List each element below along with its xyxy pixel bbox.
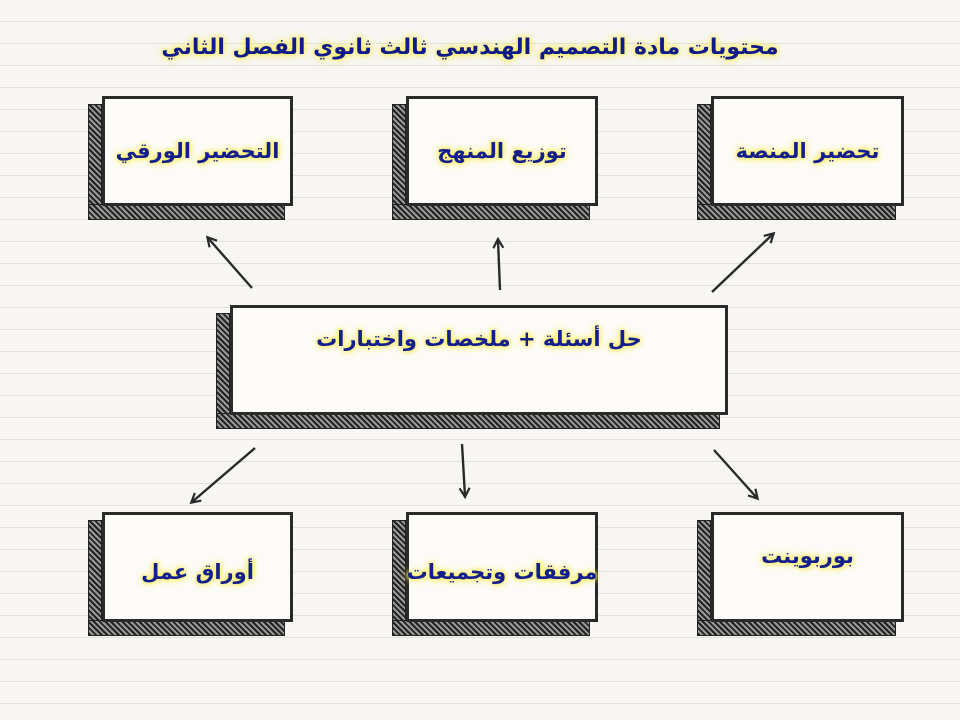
arrow-to-paper-prep <box>208 238 253 289</box>
arrow-to-worksheets <box>192 447 256 502</box>
box-powerpoint-label: بوربوينت <box>761 544 854 568</box>
box-curriculum-distribution: توزيع المنهج <box>392 96 598 220</box>
box-center: حل أسئلة + ملخصات واختبارات <box>216 305 728 429</box>
box-platform-prep: تحضير المنصة <box>697 96 904 220</box>
box-attachments-label: مرفقات وتجميعات <box>406 560 598 584</box>
arrow-to-curriculum <box>498 240 500 291</box>
arrow-to-platform-prep <box>711 234 773 293</box>
box-paper-prep-label: التحضير الورقي <box>115 139 280 163</box>
box-curriculum-label: توزيع المنهج <box>437 139 567 163</box>
box-platform-prep-label: تحضير المنصة <box>735 139 880 163</box>
center-label: حل أسئلة + ملخصات واختبارات <box>316 327 642 351</box>
arrow-to-powerpoint <box>713 449 757 498</box>
box-worksheets-label: أوراق عمل <box>141 560 254 584</box>
arrow-to-attachments <box>462 443 465 496</box>
box-powerpoint: بوربوينت <box>697 512 904 636</box>
box-attachments: مرفقات وتجميعات <box>392 512 598 636</box>
box-paper-prep: التحضير الورقي <box>88 96 293 220</box>
diagram-title: محتويات مادة التصميم الهندسي ثالث ثانوي … <box>161 35 779 60</box>
box-worksheets: أوراق عمل <box>88 512 293 636</box>
